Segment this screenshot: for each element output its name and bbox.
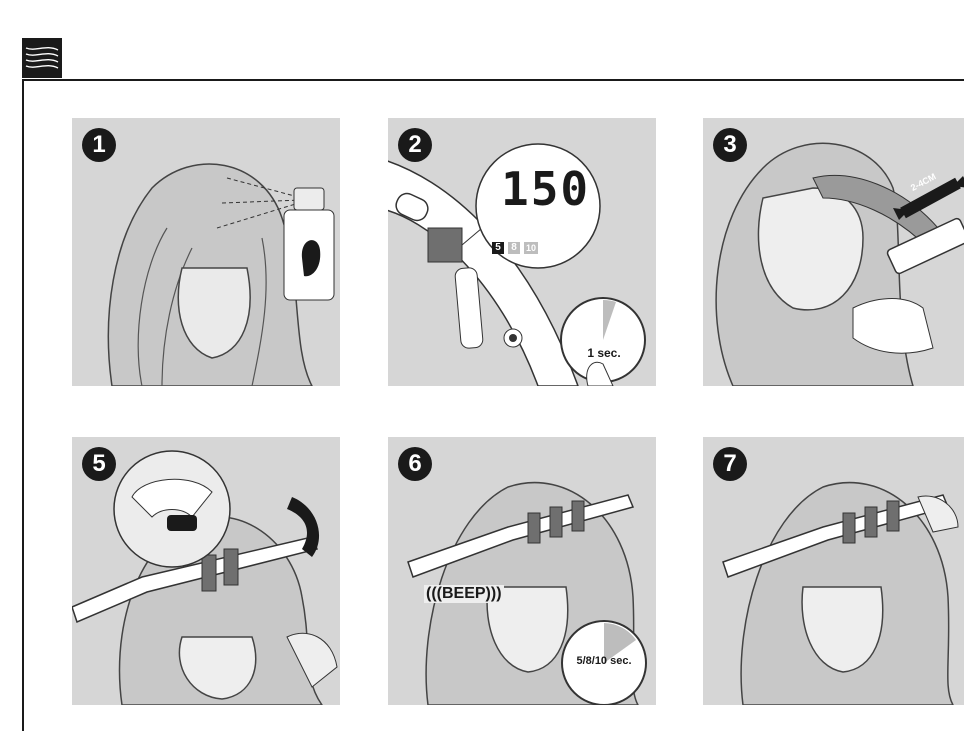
timer-label: 1 sec. — [576, 346, 632, 360]
step-1-illustration: 1 — [72, 118, 340, 386]
temperature-display: 150 — [501, 162, 590, 216]
step-6-illustration: 6 (((BEEP))) 5/8/10 sec. — [388, 437, 656, 705]
beep-label: (((BEEP))) — [424, 585, 504, 603]
header-divider — [22, 79, 964, 81]
step-7-illustration: 7 — [703, 437, 964, 705]
timer-label: 5/8/10 sec. — [576, 655, 632, 668]
step-number-badge: 6 — [398, 447, 432, 481]
page-left-border — [22, 79, 24, 731]
time-option-5: 5 — [492, 242, 504, 254]
step-3-illustration: 3 2-4CM — [703, 118, 964, 386]
step-number-badge: 5 — [82, 447, 116, 481]
time-option-8: 8 — [508, 242, 520, 254]
step-2-illustration: 2 150 5 8 10 1 sec. — [388, 118, 656, 386]
section-hair-illustration — [703, 118, 964, 386]
brand-logo-icon — [22, 38, 62, 78]
spray-hair-illustration — [72, 118, 340, 386]
step-number-badge: 2 — [398, 128, 432, 162]
step-5-illustration: 5 — [72, 437, 340, 705]
release-curl-illustration — [703, 437, 964, 705]
step-number-badge: 7 — [713, 447, 747, 481]
time-option-10: 10 — [524, 242, 538, 254]
wrap-hair-illustration — [72, 437, 340, 705]
step-number-badge: 3 — [713, 128, 747, 162]
step-number-badge: 1 — [82, 128, 116, 162]
